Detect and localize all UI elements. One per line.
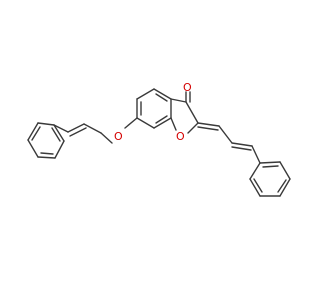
- bond: [253, 178, 263, 193]
- ring-oxygen-label: O: [176, 130, 185, 143]
- bond: [197, 126, 219, 131]
- bond: [251, 145, 261, 164]
- bond: [53, 124, 69, 133]
- bond: [231, 142, 253, 147]
- bond: [249, 178, 261, 197]
- carbonyl-oxygen-label: O: [183, 81, 192, 94]
- bond: [53, 124, 65, 142]
- bond: [37, 156, 56, 159]
- bond: [155, 115, 168, 124]
- bond: [249, 162, 261, 180]
- bond: [83, 123, 102, 134]
- bond: [170, 117, 177, 131]
- bond: [67, 123, 85, 133]
- bond: [51, 127, 61, 142]
- bond: [136, 88, 155, 100]
- bond: [136, 117, 155, 129]
- bond: [197, 122, 220, 127]
- bond: [262, 165, 279, 168]
- bond: [277, 179, 287, 193]
- ether-oxygen-label: O: [114, 130, 123, 143]
- molecule-canvas: O O O: [27, 81, 291, 197]
- bond: [185, 101, 199, 124]
- bond: [40, 152, 54, 155]
- molecule-structure: O O O: [27, 81, 291, 197]
- bond: [155, 93, 168, 102]
- bond: [69, 127, 87, 137]
- atom-labels: O O O: [114, 81, 192, 143]
- bond: [124, 117, 138, 129]
- bond: [100, 132, 113, 144]
- bond: [231, 146, 252, 151]
- bond: [279, 178, 291, 197]
- bond: [153, 88, 172, 100]
- bond: [187, 122, 199, 134]
- bond: [27, 122, 39, 141]
- bond: [54, 140, 65, 159]
- bond: [279, 161, 291, 180]
- bond: [259, 161, 281, 164]
- bond: [153, 117, 172, 129]
- bond: [218, 125, 233, 144]
- bond: [37, 122, 55, 126]
- bond: [31, 126, 41, 141]
- bond: [27, 139, 39, 158]
- bonds: [27, 88, 291, 197]
- bond: [170, 98, 187, 103]
